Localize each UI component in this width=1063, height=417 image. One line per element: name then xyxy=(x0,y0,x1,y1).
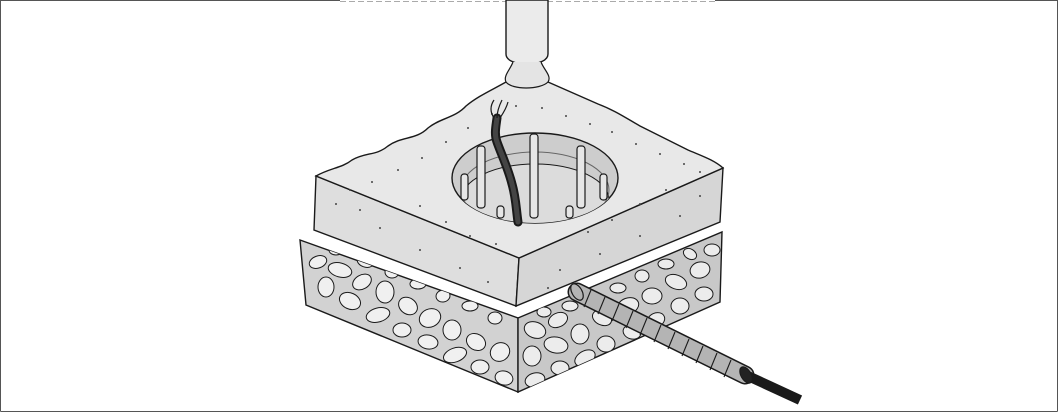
pole-sleeve-icon xyxy=(504,0,550,89)
gravel-base-icon xyxy=(299,230,723,394)
cable-bundle-icon xyxy=(490,99,523,227)
conduit-pipe-icon xyxy=(567,282,803,405)
concrete-speckles xyxy=(335,105,701,289)
anchor-rod-icon xyxy=(460,133,608,219)
